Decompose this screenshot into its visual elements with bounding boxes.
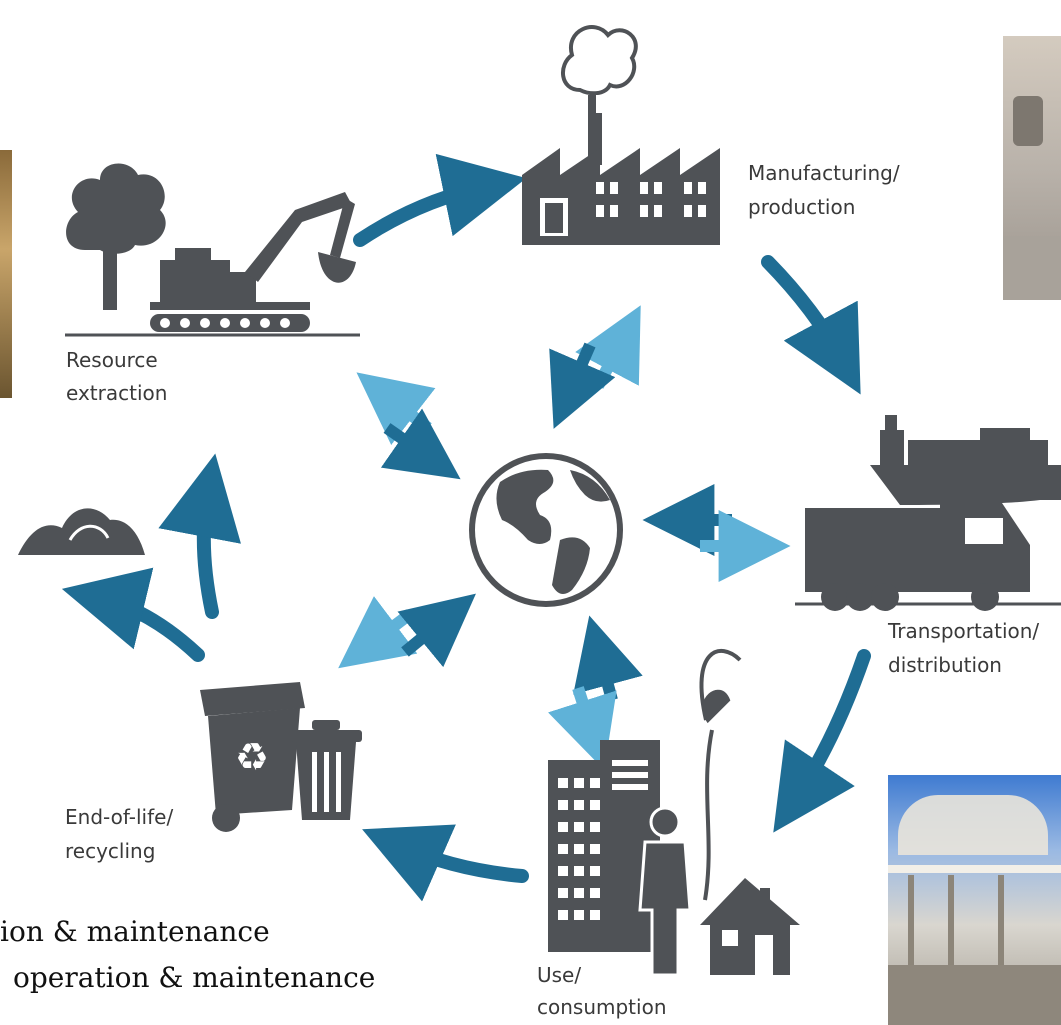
label-resource-2: extraction <box>66 381 168 405</box>
arrow-earth-bottom-dark <box>573 615 643 702</box>
office-building-icon <box>548 740 660 952</box>
bottom-right-photo <box>888 775 1061 1025</box>
arrow-endoflife-to-resource <box>158 453 241 619</box>
label-use-2: consumption <box>537 995 667 1019</box>
factory-icon <box>522 25 720 245</box>
arrow-manufacturing-to-transport <box>761 255 861 395</box>
arrow-resource-to-manufacturing <box>353 153 527 247</box>
arrow-earth-ll-light <box>338 596 418 669</box>
label-endoflife-1: End-of-life/ <box>65 805 174 829</box>
person-icon <box>638 806 692 977</box>
earth-globe-icon <box>469 453 623 607</box>
label-use-1: Use/ <box>537 963 582 987</box>
arrow-use-to-endoflife <box>362 824 529 902</box>
plug-icon <box>699 649 742 901</box>
trash-can-icon <box>290 720 362 820</box>
label-transport-1: Transportation/ <box>888 619 1040 643</box>
label-resource-1: Resource <box>66 348 158 372</box>
truck-icon <box>805 500 1030 611</box>
recycling-bin-icon: ♻ <box>200 682 305 832</box>
caption-line-2: operation & maintenance <box>13 961 376 994</box>
arrow-earth-bottom-light <box>548 686 617 771</box>
ship-icon <box>870 415 1061 505</box>
label-transport-2: distribution <box>888 653 1002 677</box>
left-photo-crop <box>0 150 12 398</box>
excavator-icon <box>150 192 356 332</box>
label-manufacturing-1: Manufacturing/ <box>748 161 900 185</box>
tree-icon <box>66 163 166 310</box>
arrow-earth-top-dark <box>549 342 616 429</box>
svg-text:♻: ♻ <box>235 735 269 779</box>
arrow-transport-to-use <box>773 649 871 833</box>
landfill-mound-icon <box>18 508 145 555</box>
caption-line-1: ion & maintenance <box>0 915 270 948</box>
arrow-earth-ll-dark <box>397 593 476 668</box>
house-icon <box>700 878 800 975</box>
arrow-earth-ul-dark <box>380 408 461 480</box>
top-right-photo <box>1003 36 1061 300</box>
label-manufacturing-2: production <box>748 195 856 219</box>
arrow-earth-ul-light <box>356 372 436 445</box>
arrow-earth-top-light <box>575 305 641 389</box>
arrow-endoflife-to-landfill <box>61 567 205 662</box>
label-endoflife-2: recycling <box>65 839 156 863</box>
